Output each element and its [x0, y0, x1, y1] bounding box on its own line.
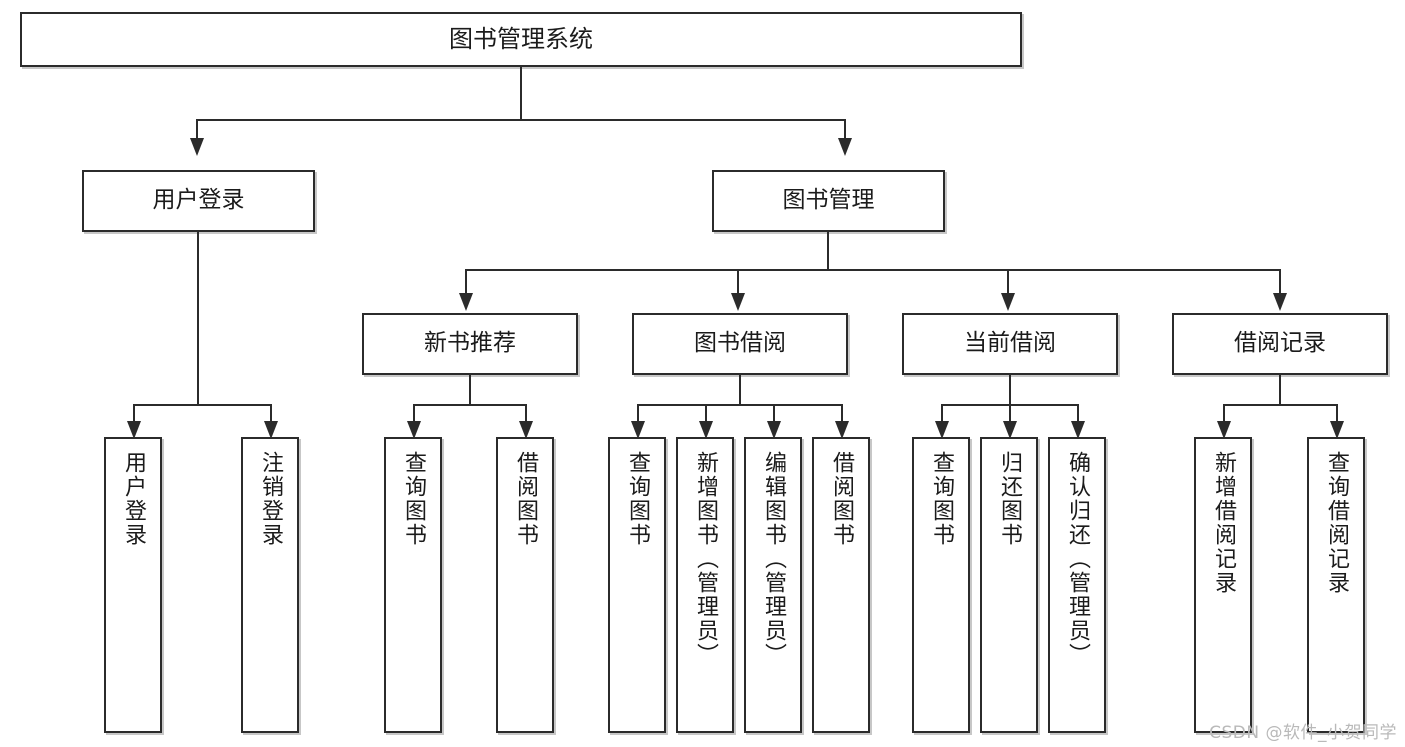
arrowhead-leaf-nbr-borrow — [519, 421, 533, 439]
node-current-borrow[interactable]: 当前借阅 — [902, 313, 1118, 375]
connector-drop-leaf-cb-query — [941, 404, 943, 424]
arrowhead-leaf-logout — [264, 421, 278, 439]
node-label: 查询图书 — [929, 451, 954, 547]
node-label: 查询图书 — [625, 451, 650, 547]
connector-drop-book-borrow — [737, 269, 739, 296]
arrowhead-leaf-bb-edit — [767, 421, 781, 439]
connector-drop-leaf-bb-add — [705, 404, 707, 424]
connector-drop-new-book-recommend — [465, 269, 467, 296]
connector-drop-leaf-user-login — [133, 404, 135, 424]
connector-drop-user-login — [196, 119, 198, 141]
arrowhead-leaf-nbr-query — [407, 421, 421, 439]
connector-drop-leaf-bb-edit — [773, 404, 775, 424]
arrowhead-book-management — [838, 138, 852, 156]
connector-user-login-stem — [197, 232, 199, 405]
node-new-book-recommend[interactable]: 新书推荐 — [362, 313, 578, 375]
arrowhead-leaf-bb-add — [699, 421, 713, 439]
leaf-user-login[interactable]: 用户登录 — [104, 437, 162, 733]
arrowhead-leaf-cb-return — [1003, 421, 1017, 439]
node-label: 借阅图书 — [513, 451, 538, 547]
connector-drop-leaf-nbr-query — [413, 404, 415, 424]
leaf-bb-query-book[interactable]: 查询图书 — [608, 437, 666, 733]
connector-bus-level2 — [196, 119, 846, 121]
node-label: 借阅图书 — [829, 451, 854, 547]
connector-drop-leaf-br-query — [1336, 404, 1338, 424]
leaf-cb-confirm-return[interactable]: 确认归还（管理员） — [1048, 437, 1106, 733]
connector-drop-leaf-logout — [270, 404, 272, 424]
arrowhead-leaf-cb-confirm — [1071, 421, 1085, 439]
node-label: 确认归还（管理员） — [1065, 451, 1090, 667]
connector-book-management-stem — [827, 232, 829, 271]
leaf-logout[interactable]: 注销登录 — [241, 437, 299, 733]
arrowhead-new-book-recommend — [459, 293, 473, 311]
connector-borrow-record-stem — [1279, 375, 1281, 405]
node-label: 新书推荐 — [424, 330, 516, 357]
node-label: 新增借阅记录 — [1211, 451, 1236, 595]
connector-drop-leaf-br-add — [1223, 404, 1225, 424]
arrowhead-leaf-br-add — [1217, 421, 1231, 439]
node-root-book-management-system[interactable]: 图书管理系统 — [20, 12, 1022, 67]
arrowhead-leaf-user-login — [127, 421, 141, 439]
arrowhead-leaf-bb-borrow — [835, 421, 849, 439]
connector-root-stem — [520, 67, 522, 120]
connector-drop-book-management — [844, 119, 846, 141]
leaf-nbr-query-book[interactable]: 查询图书 — [384, 437, 442, 733]
leaf-cb-query-book[interactable]: 查询图书 — [912, 437, 970, 733]
connector-drop-leaf-cb-confirm — [1077, 404, 1079, 424]
connector-drop-borrow-record — [1279, 269, 1281, 296]
node-user-login[interactable]: 用户登录 — [82, 170, 315, 232]
connector-bus-book-borrow-leaves — [637, 404, 842, 406]
connector-bus-user-login-leaves — [133, 404, 270, 406]
arrowhead-leaf-cb-query — [935, 421, 949, 439]
node-label: 借阅记录 — [1234, 330, 1326, 357]
connector-drop-current-borrow — [1007, 269, 1009, 296]
leaf-nbr-borrow-book[interactable]: 借阅图书 — [496, 437, 554, 733]
connector-drop-leaf-bb-borrow — [841, 404, 843, 424]
connector-bus-level3 — [465, 269, 1281, 271]
node-label: 归还图书 — [997, 451, 1022, 547]
connector-drop-leaf-nbr-borrow — [525, 404, 527, 424]
leaf-cb-return-book[interactable]: 归还图书 — [980, 437, 1038, 733]
node-label: 图书借阅 — [694, 330, 786, 357]
node-label: 查询借阅记录 — [1324, 451, 1349, 595]
arrowhead-leaf-bb-query — [631, 421, 645, 439]
csdn-watermark: CSDN @软件_小贺同学 — [1209, 723, 1397, 743]
leaf-bb-borrow-book[interactable]: 借阅图书 — [812, 437, 870, 733]
leaf-br-add-record[interactable]: 新增借阅记录 — [1194, 437, 1252, 733]
node-label: 编辑图书（管理员） — [761, 451, 786, 667]
connector-new-book-recommend-stem — [469, 375, 471, 405]
node-label: 当前借阅 — [964, 330, 1056, 357]
connector-drop-leaf-cb-return — [1009, 404, 1011, 424]
node-borrow-record[interactable]: 借阅记录 — [1172, 313, 1388, 375]
arrowhead-book-borrow — [731, 293, 745, 311]
node-label: 图书管理系统 — [449, 25, 593, 54]
node-label: 注销登录 — [258, 451, 283, 547]
leaf-br-query-record[interactable]: 查询借阅记录 — [1307, 437, 1365, 733]
arrowhead-borrow-record — [1273, 293, 1287, 311]
node-label: 图书管理 — [782, 187, 875, 214]
leaf-bb-edit-book[interactable]: 编辑图书（管理员） — [744, 437, 802, 733]
leaf-bb-add-book[interactable]: 新增图书（管理员） — [676, 437, 734, 733]
arrowhead-current-borrow — [1001, 293, 1015, 311]
node-label: 新增图书（管理员） — [693, 451, 718, 667]
node-label: 用户登录 — [121, 451, 146, 547]
connector-drop-leaf-bb-query — [637, 404, 639, 424]
node-book-management[interactable]: 图书管理 — [712, 170, 945, 232]
connector-book-borrow-stem — [739, 375, 741, 405]
connector-current-borrow-stem — [1009, 375, 1011, 405]
connector-bus-borrow-record-leaves — [1223, 404, 1336, 406]
node-book-borrow[interactable]: 图书借阅 — [632, 313, 848, 375]
node-label: 查询图书 — [401, 451, 426, 547]
arrowhead-user-login — [190, 138, 204, 156]
node-label: 用户登录 — [152, 187, 245, 214]
connector-bus-new-book-recommend-leaves — [413, 404, 525, 406]
arrowhead-leaf-br-query — [1330, 421, 1344, 439]
